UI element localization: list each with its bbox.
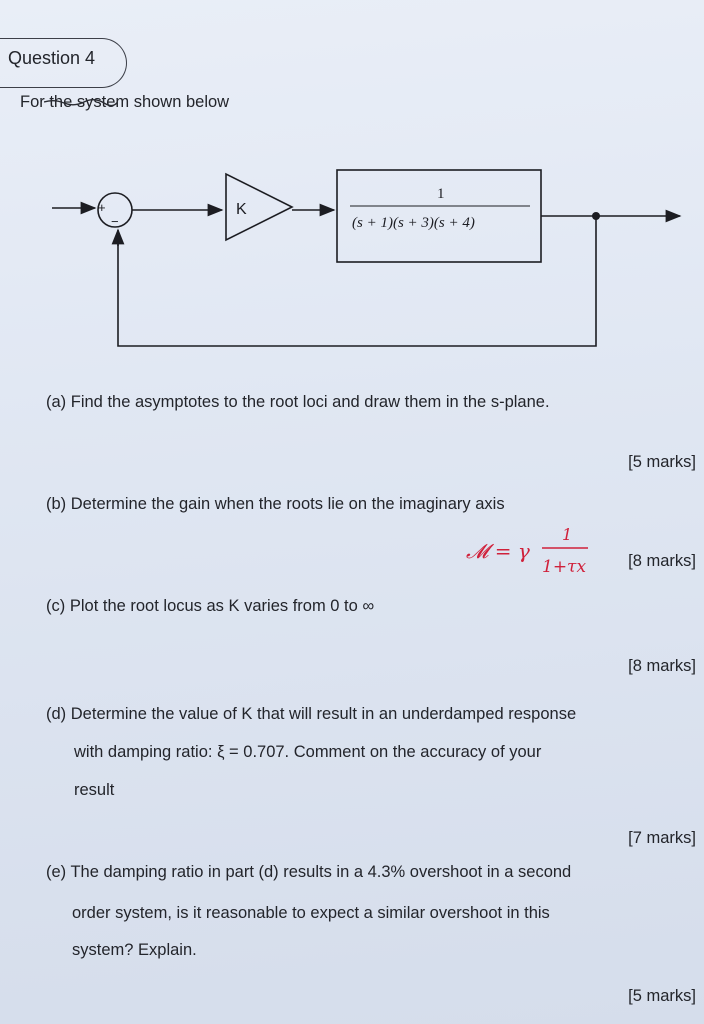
question-title: Question 4 <box>8 48 96 68</box>
part-c-marks: [8 marks] <box>628 657 696 675</box>
annotation-denominator: 1+τx <box>542 557 586 577</box>
strikethrough-scribble <box>44 99 118 107</box>
part-e-label: (e) <box>46 863 67 881</box>
annotation-numerator: 1 <box>562 525 572 544</box>
summing-minus-sign: − <box>111 214 119 229</box>
part-e-line3: system? Explain. <box>72 941 197 959</box>
part-e-marks: [5 marks] <box>628 987 696 1005</box>
part-d: (d) Determine the value of K that will r… <box>46 704 576 724</box>
part-d-marks: [7 marks] <box>628 829 696 847</box>
intro-text: For the system shown below <box>20 93 230 111</box>
handwritten-annotation: 𝓜 = γ 1 1+τx <box>466 525 588 577</box>
question-tab-outline <box>0 38 127 88</box>
tf-denominator: (s + 1)(s + 3)(s + 4) <box>352 215 475 231</box>
part-e-line1: The damping ratio in part (d) results in… <box>70 863 572 881</box>
summing-plus-sign: + <box>98 200 106 215</box>
part-e: (e) The damping ratio in part (d) result… <box>46 862 571 882</box>
block-diagram: + − K 1 (s + 1)(s + 3)(s + 4) <box>52 169 682 347</box>
part-a-text: Find the asymptotes to the root loci and… <box>70 393 550 411</box>
part-c: (c) Plot the root locus as K varies from… <box>46 596 374 616</box>
part-d-line3: result <box>74 781 115 799</box>
takeoff-point <box>592 212 600 220</box>
part-b-text: Determine the gain when the roots lie on… <box>70 495 505 513</box>
part-e-line2: order system, is it reasonable to expect… <box>72 904 550 922</box>
annotation-left: 𝓜 = γ <box>466 539 530 563</box>
part-b-label: (b) <box>46 495 67 513</box>
part-c-text: Plot the root locus as K varies from 0 t… <box>69 597 375 615</box>
part-d-line1: Determine the value of K that will resul… <box>70 705 577 723</box>
part-a: (a) Find the asymptotes to the root loci… <box>46 392 550 412</box>
part-a-label: (a) <box>46 393 67 411</box>
part-b: (b) Determine the gain when the roots li… <box>46 494 505 514</box>
gain-label: K <box>236 201 247 218</box>
feedback-path <box>117 216 597 347</box>
part-d-label: (d) <box>46 705 67 723</box>
part-a-marks: [5 marks] <box>628 453 696 471</box>
part-b-marks: [8 marks] <box>628 552 696 570</box>
part-d-line2: with damping ratio: ξ = 0.707. Comment o… <box>74 743 542 761</box>
tf-numerator: 1 <box>437 186 445 202</box>
gain-block <box>225 172 294 242</box>
part-c-label: (c) <box>46 597 66 615</box>
